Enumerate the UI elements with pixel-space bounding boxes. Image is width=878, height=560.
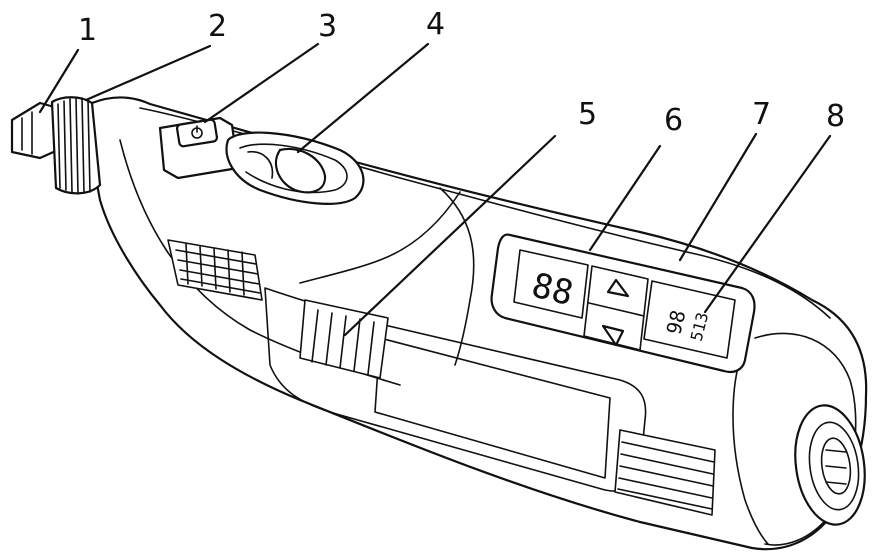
speed-down-button (601, 324, 625, 347)
segment-display: 88 (528, 265, 577, 314)
collet-nut (10, 101, 60, 160)
rear-vent-grill (614, 429, 716, 516)
callout-6: 6 (664, 103, 683, 138)
callout-1: 1 (78, 13, 97, 48)
leader-line-8 (703, 134, 832, 314)
power-button (158, 116, 240, 180)
display-panel: 88 98 513 (490, 233, 756, 374)
leader-line-5 (343, 134, 557, 337)
leader-line-1 (38, 48, 80, 114)
speed-slider (225, 131, 365, 205)
leader-line-2 (84, 44, 212, 102)
leader-line-6 (588, 144, 662, 252)
leader-line-7 (678, 132, 758, 262)
speed-readout: 98 (661, 308, 690, 337)
callout-numbers: 1 2 3 4 5 6 7 8 (78, 7, 845, 138)
callout-4: 4 (426, 7, 445, 42)
callout-7: 7 (752, 97, 771, 132)
leader-lines (38, 42, 832, 337)
battery-latch (299, 299, 389, 379)
speed-up-button (606, 278, 630, 298)
front-vent-grill (167, 239, 263, 301)
callout-5: 5 (578, 97, 597, 132)
leader-line-3 (203, 42, 320, 124)
callout-8: 8 (826, 99, 845, 134)
leader-line-4 (296, 42, 430, 154)
shaft-lock-ring (50, 96, 102, 195)
tool-body (90, 96, 868, 551)
callout-3: 3 (318, 9, 337, 44)
callout-2: 2 (208, 9, 227, 44)
